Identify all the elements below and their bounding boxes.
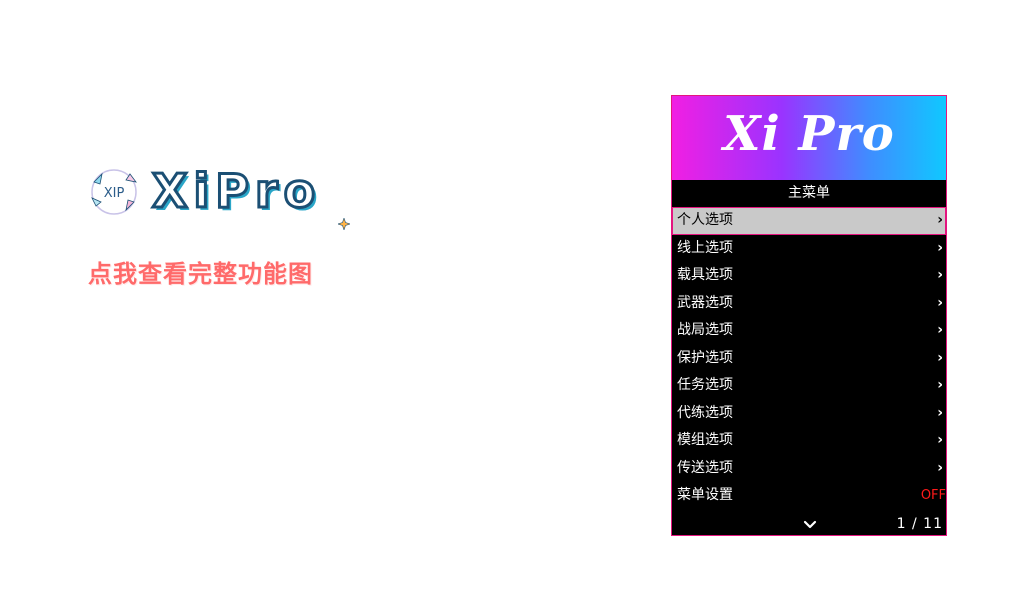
menu-footer: 1 / 11 xyxy=(672,514,946,535)
menu-item-label: 菜单设置 xyxy=(677,487,733,503)
emblem-text: XIP xyxy=(104,186,125,201)
chevron-down-icon[interactable] xyxy=(802,514,818,534)
chevron-right-icon: › xyxy=(937,212,943,228)
chevron-right-icon: › xyxy=(937,349,943,366)
menu-item-personal[interactable]: 个人选项 › xyxy=(672,207,946,235)
settings-toggle-value[interactable]: OFF xyxy=(920,488,946,503)
menu-item-label: 武器选项 xyxy=(677,294,733,311)
menu-item-label: 线上选项 xyxy=(677,239,733,256)
chevron-right-icon: › xyxy=(937,294,943,311)
sparkle-icon xyxy=(338,218,350,230)
menu-item-vehicle[interactable]: 载具选项 › xyxy=(672,262,946,290)
menu-item-label: 任务选项 xyxy=(677,377,733,393)
brand-logo: XIP XiPro xyxy=(86,164,376,234)
menu-item-label: 模组选项 xyxy=(677,432,733,448)
menu-item-teleport[interactable]: 传送选项 › xyxy=(672,455,946,483)
chevron-right-icon: › xyxy=(937,377,943,393)
brand-wordmark: XiPro xyxy=(150,164,322,218)
menu-item-boosting[interactable]: 代练选项 › xyxy=(672,400,946,428)
view-full-features-link[interactable]: 点我查看完整功能图 xyxy=(88,260,313,288)
menu-item-weapon[interactable]: 武器选项 › xyxy=(672,290,946,318)
menu-item-label: 个人选项 xyxy=(677,212,733,228)
chevron-right-icon: › xyxy=(937,322,943,338)
menu-item-mission[interactable]: 任务选项 › xyxy=(672,372,946,400)
menu-item-label: 代练选项 xyxy=(677,404,733,421)
chevron-right-icon: › xyxy=(937,404,943,421)
menu-item-mods[interactable]: 模组选项 › xyxy=(672,427,946,455)
menu-title: 主菜单 xyxy=(672,180,946,206)
page-indicator: 1 / 11 xyxy=(896,516,943,532)
chevron-right-icon: › xyxy=(937,432,943,448)
chevron-right-icon: › xyxy=(937,267,943,283)
menu-list: 个人选项 › 线上选项 › 载具选项 › 武器选项 › 战局选项 › 保护选项 … xyxy=(672,207,946,510)
menu-header-banner: Xi Pro xyxy=(672,96,946,180)
menu-item-online[interactable]: 线上选项 › xyxy=(672,235,946,263)
menu-item-settings[interactable]: 菜单设置 OFF xyxy=(672,482,946,510)
menu-item-label: 保护选项 xyxy=(677,349,733,366)
xip-emblem-icon: XIP xyxy=(91,169,137,215)
menu-item-label: 战局选项 xyxy=(677,322,733,338)
menu-logo: Xi Pro xyxy=(723,106,895,162)
chevron-right-icon: › xyxy=(937,459,943,476)
menu-item-label: 载具选项 xyxy=(677,267,733,283)
menu-item-protection[interactable]: 保护选项 › xyxy=(672,345,946,373)
chevron-right-icon: › xyxy=(937,239,943,256)
menu-item-session[interactable]: 战局选项 › xyxy=(672,317,946,345)
menu-item-label: 传送选项 xyxy=(677,459,733,476)
main-menu-panel: Xi Pro 主菜单 个人选项 › 线上选项 › 载具选项 › 武器选项 › 战… xyxy=(671,95,947,536)
